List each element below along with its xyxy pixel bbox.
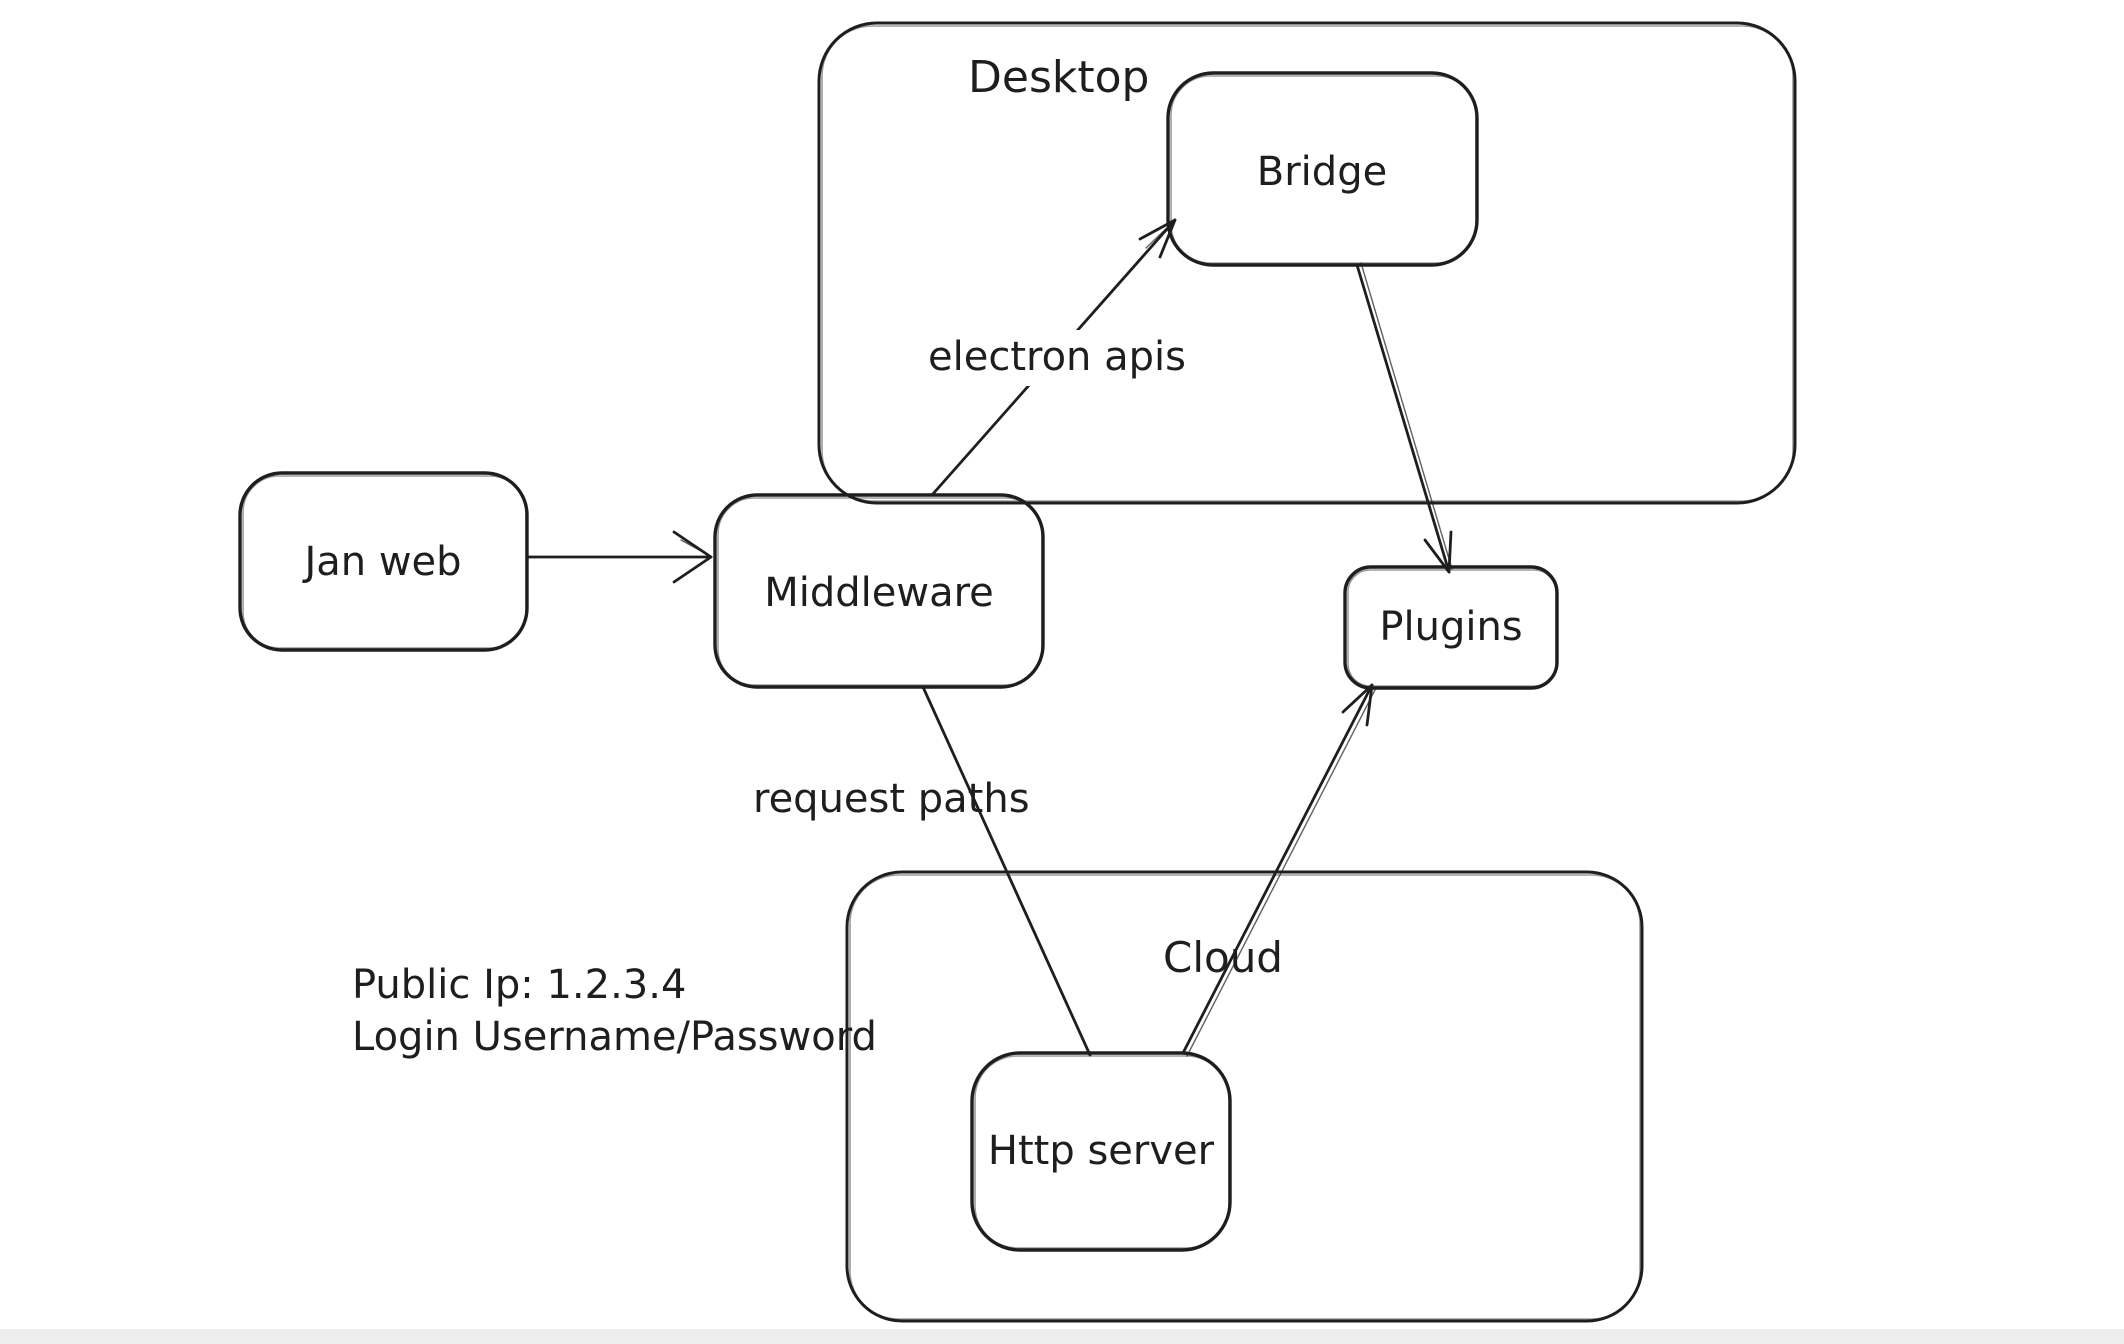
edge-label-electron-apis[interactable]: electron apis: [928, 334, 1186, 380]
edge-bridge-plugins: [1355, 262, 1453, 574]
edge-httpserver-plugins-line[interactable]: [1181, 683, 1374, 1055]
node-jan-web-rect-sketch: [242, 475, 527, 649]
group-desktop-rect[interactable]: [817, 21, 1797, 505]
edge-httpserver-plugins-arrowhead[interactable]: [1341, 683, 1374, 727]
edge-janweb-middleware: [525, 530, 713, 584]
edge-label-request-paths[interactable]: request paths: [753, 776, 1030, 822]
group-desktop-label[interactable]: Desktop: [968, 52, 1149, 103]
group-cloud-rect-sketch: [849, 874, 1641, 1320]
node-bridge-rect-sketch: [1170, 75, 1477, 264]
group-cloud-rect[interactable]: [845, 870, 1644, 1323]
annotation-public-ip[interactable]: Public Ip: 1.2.3.4: [352, 962, 686, 1008]
group-cloud: Cloud: [845, 870, 1644, 1323]
node-middleware-rect-sketch: [717, 497, 1043, 686]
edge-bridge-plugins-arrowhead[interactable]: [1423, 530, 1453, 574]
group-desktop-rect-sketch: [821, 25, 1794, 502]
node-http-server: Http server: [970, 1051, 1232, 1252]
node-plugins-rect-sketch: [1347, 569, 1557, 687]
node-bridge-label: Bridge: [1257, 149, 1387, 195]
node-middleware-label: Middleware: [764, 570, 994, 616]
edge-bridge-plugins-line-sketch: [1360, 262, 1453, 570]
canvas-footer-strip: [0, 1329, 2124, 1344]
edge-httpserver-plugins: [1181, 683, 1377, 1057]
node-bridge: Bridge: [1166, 71, 1479, 267]
annotation-login[interactable]: Login Username/Password: [352, 1014, 877, 1060]
node-middleware: Middleware: [713, 493, 1045, 689]
edge-middleware-httpserver: [921, 685, 1092, 1057]
edge-label-electron-apis-bg: [918, 330, 1198, 386]
edge-janweb-middleware-arrowhead-sketch: [680, 539, 713, 558]
node-http-server-rect[interactable]: [970, 1051, 1232, 1252]
node-middleware-rect[interactable]: [713, 493, 1045, 689]
node-jan-web-rect[interactable]: [238, 471, 529, 652]
group-desktop: Desktop: [817, 21, 1797, 505]
node-jan-web-label: Jan web: [301, 539, 461, 585]
node-jan-web: Jan web: [238, 471, 529, 652]
edge-middleware-bridge-arrowhead[interactable]: [1138, 218, 1177, 259]
node-http-server-rect-sketch: [974, 1055, 1230, 1249]
node-http-server-label: Http server: [988, 1128, 1215, 1174]
node-bridge-rect[interactable]: [1166, 71, 1479, 267]
edge-middleware-bridge-arrowhead-sketch: [1145, 220, 1175, 249]
edge-bridge-plugins-line[interactable]: [1355, 263, 1451, 574]
node-plugins-label: Plugins: [1379, 604, 1522, 650]
node-plugins: Plugins: [1343, 565, 1559, 690]
edge-httpserver-plugins-line-sketch: [1186, 687, 1377, 1057]
edge-middleware-httpserver-line[interactable]: [921, 685, 1092, 1057]
edge-label-electron-apis-group: electron apis: [918, 330, 1198, 386]
